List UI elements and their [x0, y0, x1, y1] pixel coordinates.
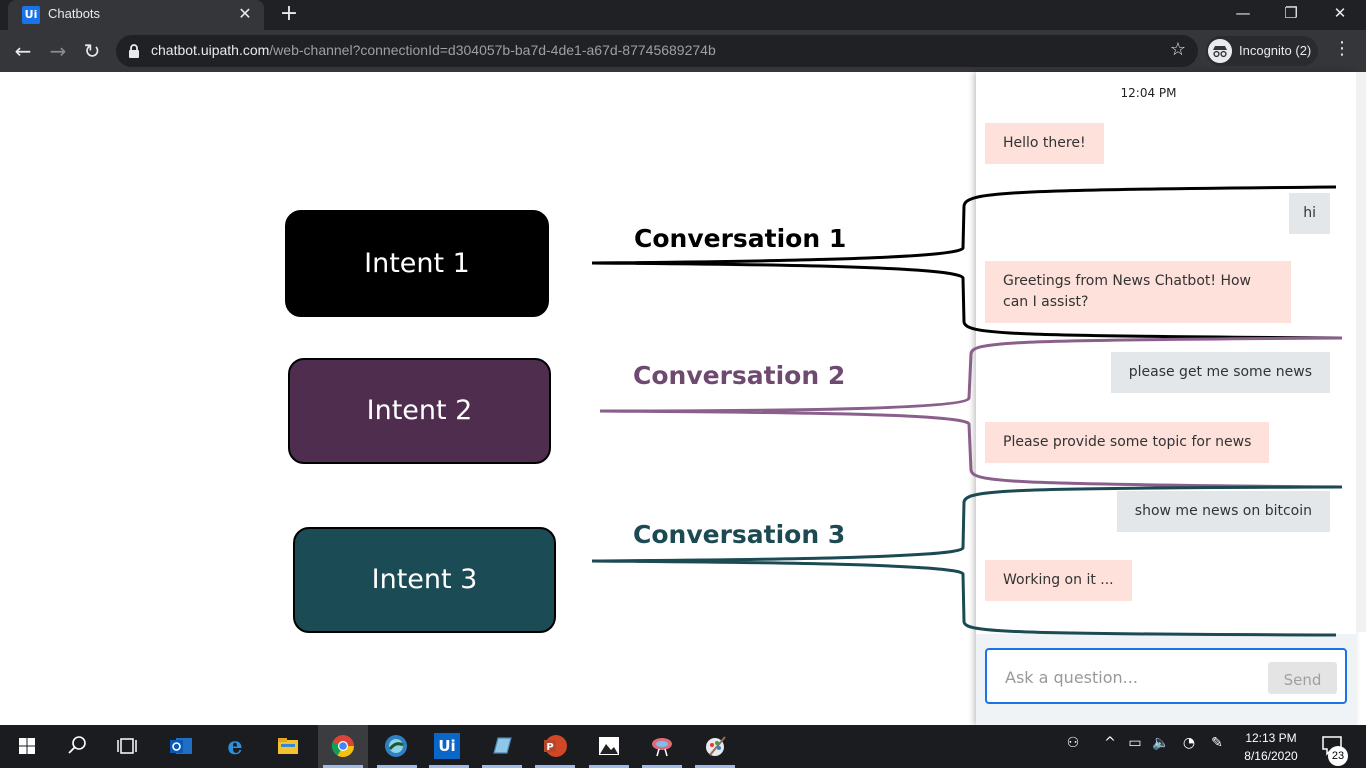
app-running-indicator [482, 765, 522, 768]
windows-start-icon[interactable] [12, 731, 42, 761]
incognito-profile-button[interactable]: Incognito (2) [1206, 36, 1318, 66]
svg-text:e: e [227, 731, 242, 760]
browser-toolbar: ← → ↻ chatbot.uipath.com/web-channel?con… [0, 30, 1366, 72]
forward-icon[interactable]: → [49, 39, 67, 63]
app-running-indicator [642, 765, 682, 768]
people-icon[interactable]: ⚇ [1066, 735, 1080, 751]
windows-taskbar: e Ui P ⚇ [0, 725, 1366, 768]
volume-icon[interactable]: 🔈 [1152, 735, 1170, 751]
restore-icon[interactable]: ❐ [1284, 4, 1298, 22]
app-globe-icon[interactable] [381, 731, 411, 761]
uipath-icon[interactable]: Ui [434, 733, 460, 759]
uipath-favicon-icon: Ui [22, 6, 40, 24]
powerpoint-running-indicator [535, 765, 575, 768]
intent-1-box: Intent 1 [285, 210, 549, 317]
app-brush-icon[interactable] [700, 731, 730, 761]
app-book-icon[interactable] [487, 731, 517, 761]
menu-icon[interactable]: ⋮ [1333, 38, 1351, 59]
powerpoint-icon[interactable]: P [540, 731, 570, 761]
search-icon[interactable] [62, 731, 92, 761]
address-bar[interactable]: chatbot.uipath.com/web-channel?connectio… [116, 35, 1198, 67]
star-icon[interactable]: ☆ [1169, 39, 1186, 60]
intent-2-label: Intent 2 [366, 395, 473, 426]
user-message: please get me some news [1110, 352, 1330, 393]
browser-tab-strip: Ui Chatbots ✕ + — ❐ ✕ [0, 0, 1366, 30]
chat-input-area: Send [976, 634, 1356, 725]
conversation-1-label: Conversation 1 [634, 224, 847, 253]
new-tab-button[interactable]: + [279, 1, 299, 26]
reload-icon[interactable]: ↻ [83, 39, 101, 63]
incognito-icon [1208, 39, 1232, 63]
profile-label: Incognito (2) [1239, 43, 1312, 58]
chat-input-box[interactable]: Send [985, 648, 1347, 704]
intent-3-label: Intent 3 [371, 564, 478, 595]
intent-1-label: Intent 1 [364, 248, 470, 279]
pen-icon[interactable]: ✎ [1211, 735, 1223, 751]
bot-message: Hello there! [985, 123, 1104, 164]
chrome-icon[interactable] [328, 731, 358, 761]
chevron-up-icon[interactable]: ^ [1104, 735, 1116, 751]
taskbar-clock[interactable]: 12:13 PM 8/16/2020 [1234, 729, 1308, 765]
page-content: Intent 1 Intent 2 Intent 3 Conversation … [0, 72, 1366, 725]
lock-icon [129, 44, 139, 58]
app-paint-icon[interactable] [647, 731, 677, 761]
battery-icon[interactable]: ▭ [1128, 735, 1142, 751]
tab-title: Chatbots [48, 6, 101, 21]
app-running-indicator [695, 765, 735, 768]
question-input[interactable] [1005, 665, 1255, 689]
notification-count-badge: 23 [1328, 746, 1348, 766]
photos-icon[interactable] [594, 731, 624, 761]
conversation-2-label: Conversation 2 [633, 361, 846, 390]
user-message: hi [1289, 193, 1330, 234]
bot-message: Working on it ... [985, 560, 1132, 601]
send-button[interactable]: Send [1268, 662, 1337, 694]
browser-tab[interactable]: Ui Chatbots ✕ [8, 0, 264, 30]
uipath-running-indicator [429, 765, 469, 768]
chat-timestamp: 12:04 PM [1120, 86, 1177, 100]
intent-3-box: Intent 3 [293, 527, 556, 633]
conversation-3-label: Conversation 3 [633, 520, 846, 549]
clock-date: 8/16/2020 [1244, 749, 1298, 763]
chat-scrollbar[interactable] [1356, 72, 1366, 632]
close-window-icon[interactable]: ✕ [1333, 4, 1347, 22]
clock-time: 12:13 PM [1245, 731, 1297, 745]
intent-2-box: Intent 2 [288, 358, 551, 464]
tab-close-icon[interactable]: ✕ [238, 4, 252, 23]
bot-message: Please provide some topic for news [985, 422, 1270, 463]
bot-message: Greetings from News Chatbot! How can I a… [985, 261, 1291, 323]
user-message: show me news on bitcoin [1116, 491, 1330, 532]
file-explorer-icon[interactable] [273, 731, 303, 761]
minimize-icon[interactable]: — [1235, 4, 1251, 22]
task-view-icon[interactable] [112, 731, 142, 761]
app-running-indicator [377, 765, 417, 768]
url-text: chatbot.uipath.com/web-channel?connectio… [151, 42, 716, 58]
edge-icon[interactable]: e [220, 731, 250, 761]
back-icon[interactable]: ← [14, 39, 32, 63]
photos-running-indicator [589, 765, 629, 768]
chat-panel: 12:04 PM Hello there! hi Greetings from … [976, 72, 1366, 725]
chrome-running-indicator [323, 765, 363, 768]
wifi-icon[interactable]: ◔ [1182, 735, 1196, 751]
svg-text:P: P [546, 742, 553, 753]
outlook-icon[interactable] [166, 731, 196, 761]
